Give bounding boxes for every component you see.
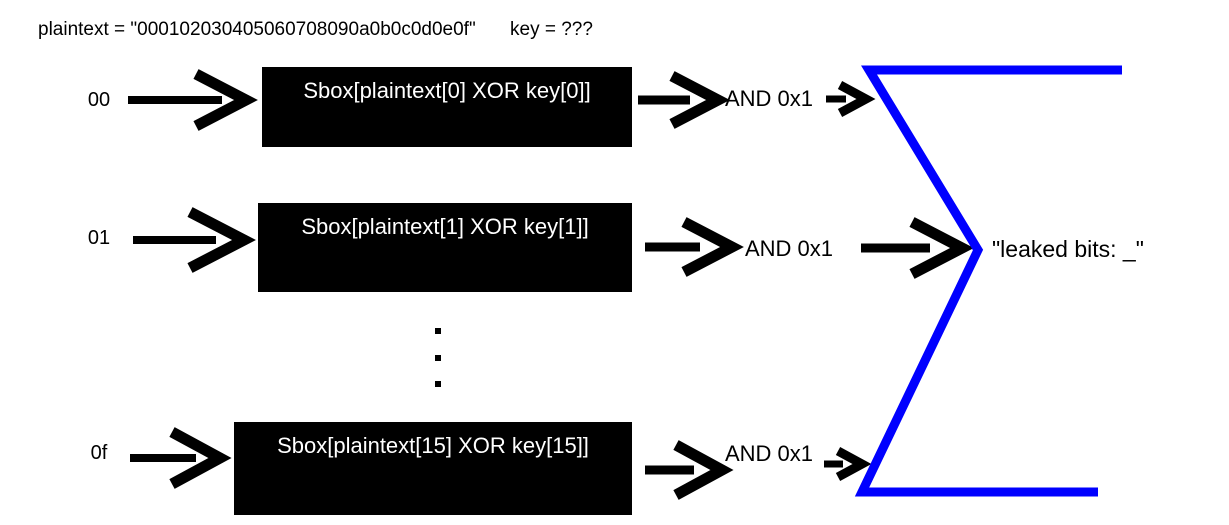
- and-mask-label-2: AND 0x1: [725, 441, 814, 466]
- ellipsis-dot: [435, 355, 441, 361]
- output-leaked-bits-label: "leaked bits: _": [992, 236, 1144, 262]
- plaintext-expression: plaintext = "000102030405060708090a0b0c0…: [38, 19, 476, 40]
- sbox-block-2: Sbox[plaintext[15] XOR key[15]]: [234, 422, 632, 515]
- sbox-block-label-2: Sbox[plaintext[15] XOR key[15]]: [277, 433, 589, 458]
- blue-collector-brace: [854, 65, 1122, 497]
- ellipsis-dot: [435, 381, 441, 387]
- ellipsis-dot: [435, 328, 441, 334]
- and-mask-label-1: AND 0x1: [745, 236, 834, 261]
- sbox-block-1: Sbox[plaintext[1] XOR key[1]]: [258, 203, 632, 292]
- row-index-label-0: 00: [87, 89, 111, 111]
- row-index-label-2: 0f: [90, 442, 108, 464]
- arrow-index-to-sbox-0: [128, 69, 258, 131]
- arrow-and-to-brace-2: [824, 447, 872, 481]
- arrow-and-to-brace-1: [861, 217, 974, 279]
- key-expression: key = ???: [510, 19, 593, 40]
- arrow-sbox-to-and-0: [638, 71, 730, 129]
- arrow-and-to-brace-0: [826, 81, 876, 117]
- arrow-sbox-to-and-2: [645, 440, 734, 500]
- arrow-index-to-sbox-2: [130, 427, 232, 489]
- sbox-block-label-1: Sbox[plaintext[1] XOR key[1]]: [301, 214, 589, 239]
- arrow-sbox-to-and-1: [645, 217, 744, 277]
- sbox-block-label-0: Sbox[plaintext[0] XOR key[0]]: [303, 78, 591, 103]
- sbox-block-0: Sbox[plaintext[0] XOR key[0]]: [262, 67, 632, 147]
- arrow-index-to-sbox-1: [133, 207, 256, 273]
- and-mask-label-0: AND 0x1: [725, 86, 814, 111]
- row-index-label-1: 01: [87, 227, 111, 249]
